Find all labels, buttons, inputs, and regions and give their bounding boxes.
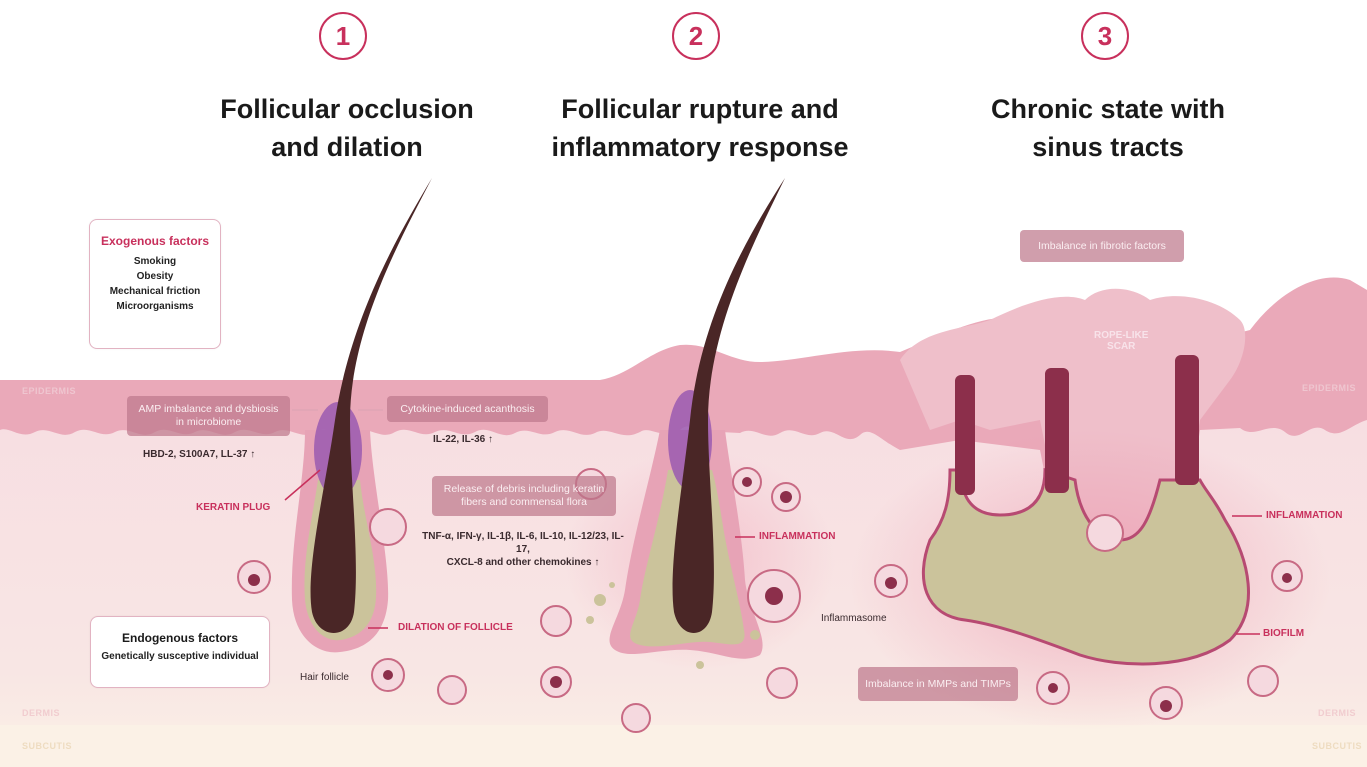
- endogenous-factors-box: Endogenous factors Genetically susceptiv…: [90, 616, 270, 688]
- inflammation-label-stage-2: INFLAMMATION: [759, 531, 835, 542]
- exogenous-item: Obesity: [90, 269, 220, 284]
- keratin-plug-label: KERATIN PLUG: [196, 502, 270, 513]
- subcutis-label-right: SUBCUTIS: [1312, 741, 1362, 751]
- hair-follicle-label: Hair follicle: [300, 671, 349, 684]
- stage-3-number: 3: [1081, 12, 1129, 60]
- debris-release-box: Release of debris including keratin fibe…: [432, 476, 616, 516]
- stage-2-title: Follicular rupture and inflammatory resp…: [530, 90, 870, 166]
- cytokine-acanthosis-box: Cytokine-induced acanthosis: [387, 396, 548, 422]
- dermis-label-right: DERMIS: [1318, 708, 1356, 718]
- stage-1-number: 1: [319, 12, 367, 60]
- endogenous-factors-title: Endogenous factors: [91, 631, 269, 645]
- amp-imbalance-box: AMP imbalance and dysbiosis in microbiom…: [127, 396, 290, 436]
- il22-label: IL-22, IL-36 ↑: [433, 433, 493, 446]
- exogenous-factors-box: Exogenous factors Smoking Obesity Mechan…: [89, 219, 221, 349]
- cytokines-label: TNF-α, IFN-γ, IL-1β, IL-6, IL-10, IL-12/…: [418, 530, 628, 569]
- stage-3-title: Chronic state with sinus tracts: [938, 90, 1278, 166]
- endogenous-item: Genetically susceptive individual: [91, 649, 269, 664]
- dermis-label-left: DERMIS: [22, 708, 60, 718]
- exogenous-item: Smoking: [90, 254, 220, 269]
- mmp-timp-imbalance-box: Imbalance in MMPs and TIMPs: [858, 667, 1018, 701]
- subcutis-label-left: SUBCUTIS: [22, 741, 72, 751]
- exogenous-factors-title: Exogenous factors: [90, 234, 220, 248]
- stage-2-number: 2: [672, 12, 720, 60]
- subcutis-layer: [0, 725, 1367, 767]
- inflammation-label-stage-3: INFLAMMATION: [1266, 510, 1342, 521]
- biofilm-label: BIOFILM: [1263, 628, 1304, 639]
- dilation-label: DILATION OF FOLLICLE: [398, 622, 513, 633]
- inflammasome-label: Inflammasome: [821, 612, 887, 625]
- amp-markers-label: HBD-2, S100A7, LL-37 ↑: [143, 448, 255, 461]
- epidermis-label-left: EPIDERMIS: [22, 386, 76, 396]
- fibrotic-imbalance-box: Imbalance in fibrotic factors: [1020, 230, 1184, 262]
- epidermis-label-right: EPIDERMIS: [1302, 383, 1356, 393]
- exogenous-item: Mechanical friction: [90, 284, 220, 299]
- stage-1-title: Follicular occlusion and dilation: [177, 90, 517, 166]
- exogenous-item: Microorganisms: [90, 299, 220, 314]
- rope-scar-label: ROPE-LIKE SCAR: [1094, 330, 1148, 352]
